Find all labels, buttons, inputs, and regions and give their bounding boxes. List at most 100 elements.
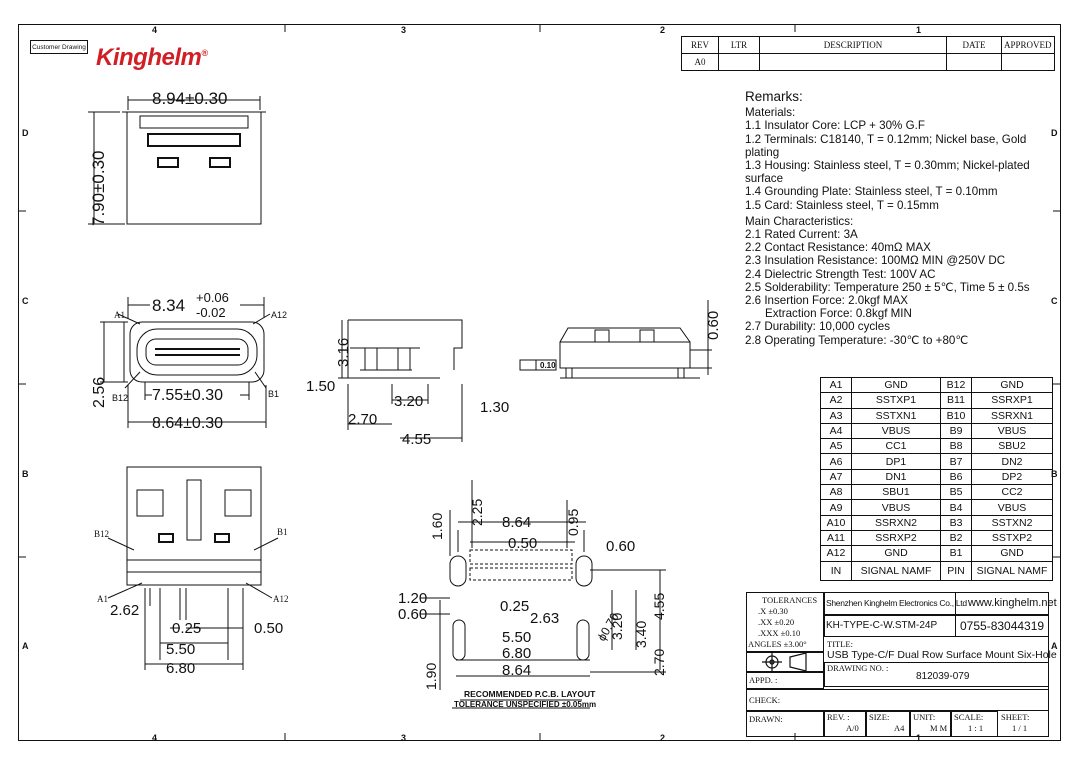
tolerances-title: TOLERANCES xyxy=(762,595,818,605)
zone-left-a: A xyxy=(22,641,29,651)
zone-left-b: B xyxy=(22,469,29,479)
dim-bottom-025: 0.25 xyxy=(172,620,201,637)
dim-pcb-340: 3.40 xyxy=(633,621,649,648)
rev-field: A/0 xyxy=(846,723,859,733)
zone-right-c: C xyxy=(1051,296,1058,306)
signal-name: GND xyxy=(971,545,1053,562)
pcb-layout-tolerance: TOLERANCE UNSPECIFIED ±0.05mm xyxy=(454,700,596,709)
pin-id: A1 xyxy=(820,376,852,394)
dim-pcb-060b: 0.60 xyxy=(398,606,427,623)
company-name-box xyxy=(824,592,956,615)
part-number: KH-TYPE-C-W.STM-24P xyxy=(826,620,938,631)
pcb-layout-title: RECOMMENDED P.C.B. LAYOUT xyxy=(464,689,596,699)
projection-symbol xyxy=(762,652,807,672)
dim-side-270: 2.70 xyxy=(348,411,377,428)
signal-name: SBU2 xyxy=(971,438,1053,455)
characteristic-item: 2.2 Contact Resistance: 40mΩ MAX xyxy=(745,241,931,255)
zone-top-4: 4 xyxy=(152,25,158,35)
label-a1-bottom: A1 xyxy=(97,594,108,604)
sheet-field: 1 / 1 xyxy=(1012,723,1028,733)
dim-pcb-160: 1.60 xyxy=(429,513,445,540)
signal-name: GND xyxy=(851,376,941,394)
tolerance-row: .X ±0.30 xyxy=(758,606,788,616)
unit-field: M M xyxy=(930,723,948,733)
characteristic-item: 2.7 Durability: 10,000 cycles xyxy=(745,320,890,334)
signal-name: SSTXP1 xyxy=(851,392,941,409)
unit-box xyxy=(910,711,951,737)
label-b1-front: B1 xyxy=(268,389,279,399)
dim-front-inner: 7.55±0.30 xyxy=(152,387,223,404)
dim-pcb-864: 8.64 xyxy=(502,514,531,531)
dim-pcb-864b: 8.64 xyxy=(502,662,531,679)
sheet-label: SHEET: xyxy=(1001,712,1030,722)
dim-side-316: 3.16 xyxy=(335,338,352,367)
drawing-title: USB Type-C/F Dual Row Surface Mount Six-… xyxy=(827,649,1057,661)
dim-bottom-050: 0.50 xyxy=(254,620,283,637)
bottom-view xyxy=(107,466,279,670)
dim-side-455: 4.55 xyxy=(402,431,431,448)
scale-label: SCALE: xyxy=(954,712,984,722)
tolerance-row: .XX ±0.20 xyxy=(758,617,795,627)
characteristic-item: 2.6 Insertion Force: 2.0kgf MAX xyxy=(745,294,909,308)
pin-id: A7 xyxy=(820,468,852,486)
label-a1-front: A1 xyxy=(114,310,125,320)
part-number-box xyxy=(824,615,956,637)
dim-front-outer: 8.64±0.30 xyxy=(152,415,223,432)
rev-label: REV. : xyxy=(827,712,850,722)
label-a12-bottom: A12 xyxy=(273,594,289,604)
zone-top-3: 3 xyxy=(401,25,407,35)
zone-top-1: 1 xyxy=(916,25,922,35)
dim-pcb-263: 2.63 xyxy=(530,610,559,627)
tolerance-row: .XXX ±0.10 xyxy=(758,628,801,638)
pcb-layout xyxy=(420,480,666,709)
side-view xyxy=(338,319,463,442)
customer-drawing-label: Customer Drawing xyxy=(30,40,88,54)
materials-title: Materials: xyxy=(745,106,796,120)
approved-value xyxy=(1001,53,1055,71)
drawing-no-label: DRAWING NO. : xyxy=(827,663,889,673)
front-view xyxy=(100,297,271,428)
pin-id: A11 xyxy=(820,529,852,547)
size-box xyxy=(866,711,910,737)
signal-name: DN1 xyxy=(851,468,941,486)
zone-bottom-2: 2 xyxy=(660,733,666,743)
projection-box xyxy=(746,652,824,672)
zone-right-a: A xyxy=(1051,641,1058,651)
dim-side-130: 1.30 xyxy=(480,399,509,416)
zone-right-d: D xyxy=(1051,128,1058,138)
dim-pcb-550: 5.50 xyxy=(502,629,531,646)
pin-header-cell: SIGNAL NAMF xyxy=(851,560,941,581)
pin-header-cell: SIGNAL NAMF xyxy=(971,560,1053,581)
zone-left-c: C xyxy=(22,296,29,306)
drawing-number: 812039-079 xyxy=(916,671,970,682)
material-item: 1.1 Insulator Core: LCP + 30% G.F xyxy=(745,119,925,133)
pin-header-cell: PIN xyxy=(940,560,972,581)
rev-box xyxy=(824,711,866,737)
material-item: 1.3 Housing: Stainless steel, T = 0.30mm… xyxy=(745,159,1030,186)
characteristic-item: 2.1 Rated Current: 3A xyxy=(745,228,858,242)
dim-top-width: 8.94±0.30 xyxy=(152,89,228,108)
characteristics-title: Main Characteristics: xyxy=(745,214,854,228)
dim-pcb-320: 3.20 xyxy=(609,613,625,640)
pin-id: B9 xyxy=(940,422,972,440)
dim-pcb-025: 0.25 xyxy=(500,598,529,615)
scale-box xyxy=(951,711,998,737)
top-view xyxy=(88,96,266,225)
dim-pcb-095: 0.95 xyxy=(565,509,581,536)
characteristic-item: Extraction Force: 0.8kgf MIN xyxy=(765,307,912,321)
characteristic-item: 2.8 Operating Temperature: -30℃ to +80℃ xyxy=(745,333,969,347)
date-value xyxy=(946,53,1002,71)
dim-pcb-060: 0.60 xyxy=(606,538,635,555)
tolerances-box xyxy=(746,592,824,652)
check-label: CHECK: xyxy=(749,695,781,705)
remarks-title: Remarks: xyxy=(745,89,803,104)
label-b12-front: B12 xyxy=(112,393,128,403)
material-item: 1.4 Grounding Plate: Stainless steel, T … xyxy=(745,185,998,199)
dim-front-tol-minus: -0.02 xyxy=(196,305,226,320)
dim-side-320: 3.20 xyxy=(394,393,423,410)
